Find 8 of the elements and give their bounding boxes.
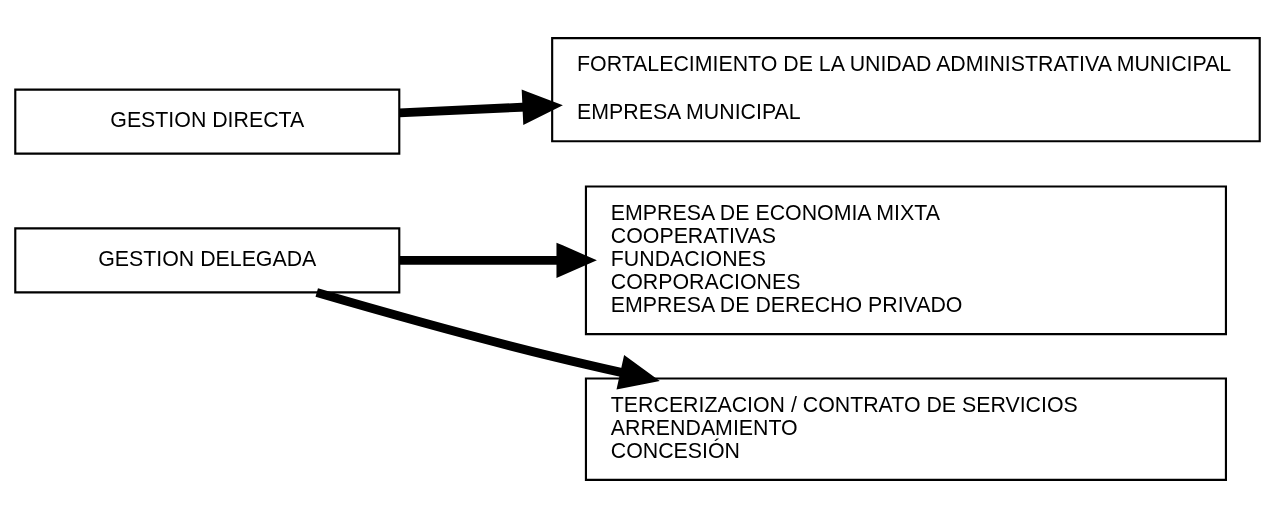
arrow [315,288,660,390]
node-box: FORTALECIMIENTO DE LA UNIDAD ADMINISTRATIVA MUNICIPAL EMPRESA MUNICIPAL [551,37,1261,143]
node-box: EMPRESA DE ECONOMIA MIXTA COOPERATIVAS FUNDACIONES CORPORACIONES EMPRESA DE DERECHO PRIVADO [584,185,1227,336]
arrow [399,89,563,125]
node-box: GESTION DIRECTA [14,88,401,155]
node-box: GESTION DELEGADA [14,227,401,294]
arrow [399,242,597,278]
node-box: TERCERIZACION / CONTRATO DE SERVICIOS ARRENDAMIENTO CONCESIÓN [584,377,1227,481]
